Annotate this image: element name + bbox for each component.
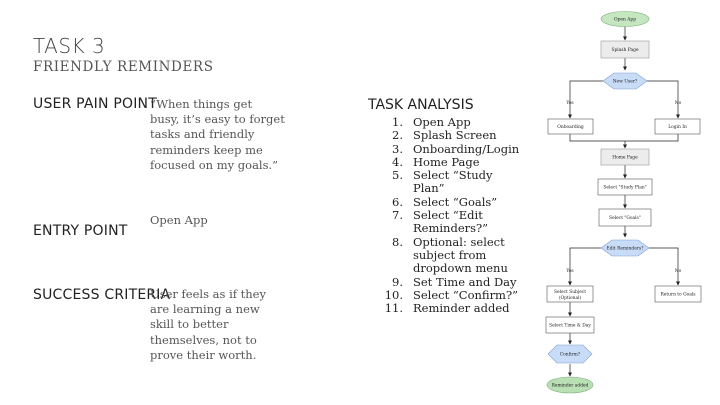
task-step-number: 8. (392, 234, 403, 249)
task-step-text: Onboarding/Login (413, 141, 520, 156)
task-step-number: 10. (384, 287, 403, 302)
task-step: 6. Select “Goals” (368, 194, 518, 209)
task-step: 5. Select “Study Plan” (368, 169, 518, 196)
task-step: 1. Open App (368, 115, 518, 129)
flow-yes-label: Yes (565, 269, 574, 274)
flow-new-user-text: New User? (613, 80, 638, 85)
task-analysis-list: 1. Open App 2. Splash Screen 3. Onboarding/… (368, 115, 520, 316)
flow-study-plan-node (597, 178, 653, 196)
flow-return-goals-node (654, 285, 702, 303)
task-step-text: Select “Goals” (413, 194, 498, 209)
task-step-number: 11. (384, 301, 403, 316)
task-step-number: 2. (392, 128, 403, 143)
flow-end-node (546, 376, 594, 394)
task-step-text: Select “Edit Reminders?” (413, 208, 489, 236)
task-analysis-title: TASK ANALYSIS (368, 97, 474, 113)
flow-select-subject-node (546, 285, 594, 303)
task-step-number: 4. (392, 154, 403, 169)
flow-home-node (600, 148, 650, 166)
flow-onboarding-text: Onboarding (557, 125, 584, 130)
task-step: 4. Home Page (368, 154, 518, 169)
flow-select-subject-optional-text: (Optional) (559, 296, 582, 301)
flow-goals-node (598, 208, 652, 227)
flow-start-text: Open App (614, 18, 636, 23)
flow-splash-text: Splash Page (611, 48, 639, 53)
page-title: TASK 3 (33, 34, 106, 58)
flow-confirm-decision (547, 344, 593, 364)
task-step: 8. Optional: select subject from dropdown… (368, 234, 518, 276)
task-step: 7. Select “Edit Reminders?” (368, 209, 518, 236)
flow-splash-node (600, 40, 650, 59)
flow-login-node (654, 118, 701, 135)
flow-end-text: Reminder added (552, 384, 589, 389)
task-step: 9. Set Time and Day (368, 274, 518, 289)
flow-edit-reminders-text: Edit Reminders? (607, 247, 645, 252)
task-step-text: Set Time and Day (413, 274, 517, 289)
task-step-number: 1. (392, 115, 403, 129)
flow-home-text: Home Page (612, 156, 638, 161)
task-step-number: 9. (392, 274, 403, 289)
pain-point-text: “When things get busy, it’s easy to forg… (150, 97, 285, 172)
flow-no-label: No (675, 101, 682, 106)
task-step-text: Reminder added (413, 301, 510, 316)
flow-confirm-text: Confirm? (560, 353, 581, 358)
task-step-number: 5. (392, 168, 403, 183)
task-step-text: Home Page (413, 154, 480, 169)
flow-connectors (568, 26, 680, 377)
task-step: 2. Splash Screen (368, 128, 518, 143)
flowchart: Open App Splash Page New User? Yes No On… (545, 11, 702, 394)
entry-point-text: Open App (150, 213, 208, 227)
flow-no-label: No (675, 269, 682, 274)
flow-study-plan-text: Select "Study Plan" (603, 186, 646, 191)
task-step: 3. Onboarding/Login (368, 141, 520, 156)
task-step-text: Open App (413, 115, 471, 129)
flow-select-time-node (545, 316, 595, 334)
flow-start-node (600, 11, 650, 27)
task-step-number: 6. (392, 194, 403, 209)
task-step: 11. Reminder added (368, 301, 518, 316)
flow-edit-reminders-decision (600, 239, 650, 257)
flow-return-goals-text: Return to Goals (660, 293, 696, 298)
task-step-text: Splash Screen (413, 128, 497, 143)
pain-point-label: USER PAIN POINT (33, 96, 157, 112)
task-step-number: 3. (392, 141, 403, 156)
task-step-text: Optional: select subject from dropdown m… (413, 234, 508, 276)
page-subtitle: FRIENDLY REMINDERS (33, 59, 214, 75)
task-step-text: Select “Study Plan” (413, 168, 493, 196)
task-step-text: Select “Confirm?” (413, 287, 519, 302)
flow-new-user-decision (602, 72, 648, 90)
success-criteria-label: SUCCESS CRITERIA (33, 287, 171, 303)
flow-login-text: Login In (668, 125, 687, 130)
flow-goals-text: Select "Goals" (609, 216, 641, 221)
success-criteria-text: User feels as if they are learning a new… (150, 287, 266, 362)
task-step: 10. Select “Confirm?” (368, 287, 519, 302)
task-step-number: 7. (392, 208, 403, 223)
flow-yes-label: Yes (565, 101, 574, 106)
entry-point-label: ENTRY POINT (33, 223, 128, 239)
flow-onboarding-node (547, 118, 594, 135)
flow-select-time-text: Select Time & Day (549, 324, 591, 329)
flow-select-subject-text: Select Subject (554, 290, 586, 295)
